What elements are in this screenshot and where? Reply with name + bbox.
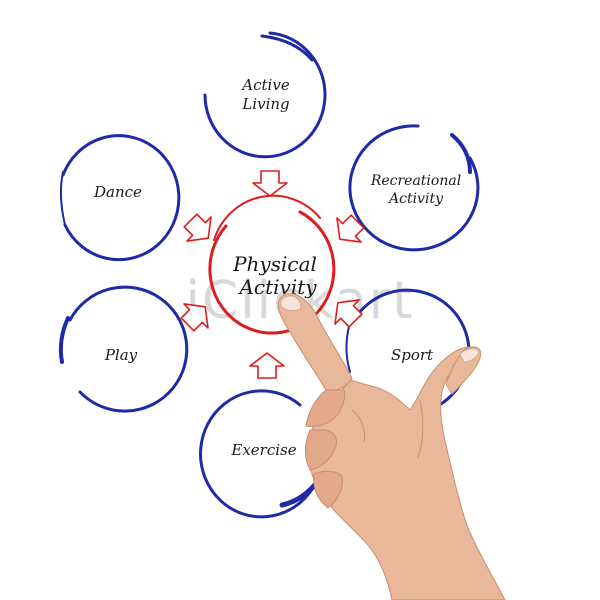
center-title-line1: Physical xyxy=(232,252,317,276)
center-title-line2: Activity xyxy=(237,275,317,299)
node-play-label: Play xyxy=(104,346,138,364)
node-active-living-line1: Active xyxy=(240,76,290,94)
arrow-upper-left xyxy=(183,213,212,242)
node-exercise: Exercise xyxy=(199,389,324,519)
node-active-living: Active Living xyxy=(203,31,327,159)
pointing-hand-icon xyxy=(277,293,506,600)
node-dance-label: Dance xyxy=(93,183,142,201)
arrow-bottom xyxy=(249,352,285,379)
node-play: Play xyxy=(58,285,189,413)
node-recreational-activity-line2: Activity xyxy=(387,191,444,207)
node-sport-label: Sport xyxy=(391,346,434,364)
arrow-lower-right xyxy=(334,299,363,328)
node-physical-activity: Physical Activity xyxy=(208,194,336,335)
node-dance: Dance xyxy=(59,134,181,262)
arrow-upper-right xyxy=(336,214,365,243)
node-active-living-line2: Living xyxy=(241,95,289,113)
arrow-lower-left xyxy=(180,303,209,332)
node-exercise-label: Exercise xyxy=(230,441,296,459)
arrow-top xyxy=(252,170,288,197)
node-recreational-activity: Recreational Activity xyxy=(348,124,480,252)
node-recreational-activity-line1: Recreational xyxy=(370,173,461,189)
